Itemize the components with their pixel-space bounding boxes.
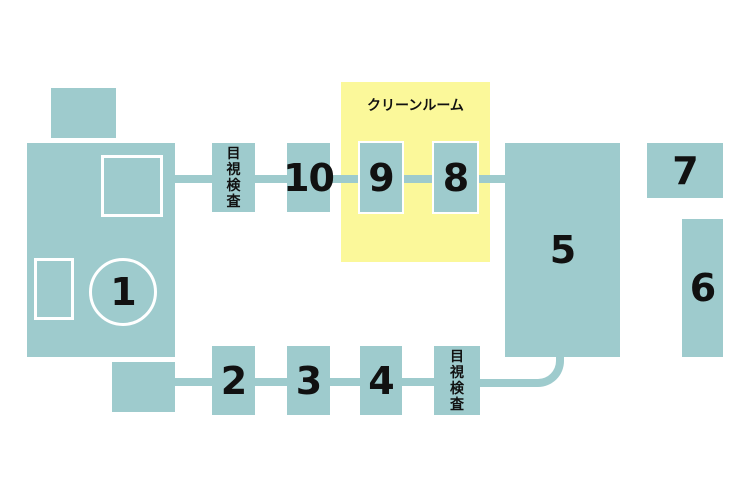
connector xyxy=(175,378,212,386)
machine-7: 7 xyxy=(647,143,723,198)
machine-1-rect-outline xyxy=(34,258,74,320)
machine-10: 10 xyxy=(283,143,335,212)
machine-1-square-outline xyxy=(101,155,163,217)
machine-6: 6 xyxy=(682,219,723,357)
connector xyxy=(477,175,505,183)
machine-3: 3 xyxy=(287,346,330,415)
connector xyxy=(255,175,287,183)
visual-inspection-bottom: 目 視 検 査 xyxy=(434,346,480,415)
machine-5: 5 xyxy=(505,143,620,357)
machine-8: 8 xyxy=(432,141,479,214)
connector xyxy=(330,175,360,183)
machine-9: 9 xyxy=(358,141,404,214)
connector xyxy=(402,378,434,386)
machine-1-number: 1 xyxy=(110,270,136,314)
connector xyxy=(330,378,360,386)
connector xyxy=(255,378,287,386)
clean-room-label: クリーンルーム xyxy=(367,98,464,114)
visual-inspection-top: 目 視 検 査 xyxy=(212,143,255,212)
machine-4: 4 xyxy=(360,346,402,415)
machine-1-circle: 1 xyxy=(89,258,157,326)
connector xyxy=(402,175,434,183)
connector xyxy=(175,175,212,183)
machine-1-top-unit xyxy=(51,88,116,138)
machine-2: 2 xyxy=(212,346,255,415)
machine-1-bottom-unit xyxy=(112,362,175,412)
curved-connector xyxy=(480,357,564,387)
